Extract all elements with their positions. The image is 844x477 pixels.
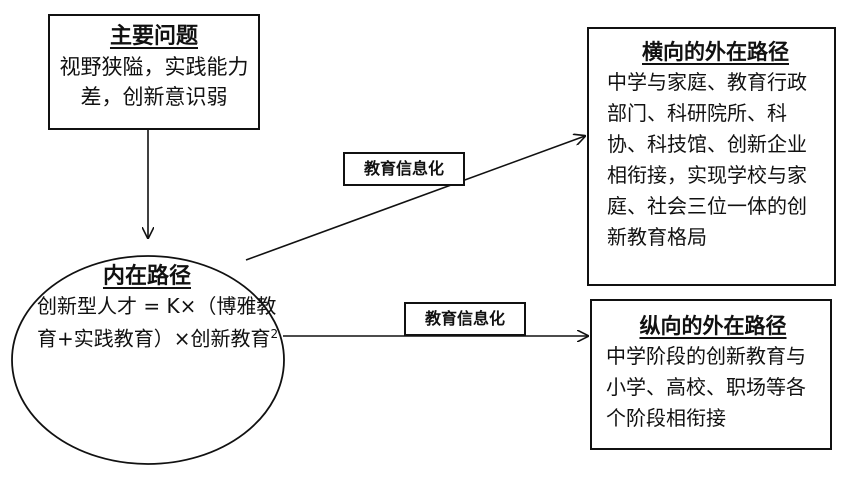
horizontal-path-title: 横向的外在路径 [642, 40, 789, 64]
vertical-path-body: 中学阶段的创新教育与小学、高校、职场等各个阶段相衔接 [606, 344, 806, 430]
horizontal-path-body: 中学与家庭、教育行政部门、科研院所、科协、科技馆、创新企业相衔接，实现学校与家庭… [607, 70, 807, 249]
problem-title: 主要问题 [109, 24, 198, 49]
problem-body: 视野狭隘，实践能力差，创新意识弱 [59, 55, 249, 109]
upper-arrow-label: 教育信息化 [343, 152, 465, 186]
inner-path-node: 内在路径 创新型人才 = K×（博雅教育+实践教育）×创新教育2 [11, 258, 283, 458]
problem-box: 主要问题 视野狭隘，实践能力差，创新意识弱 [48, 14, 260, 130]
inner-path-formula: 创新型人才 = K×（博雅教育+实践教育）×创新教育2 [11, 292, 283, 353]
formula-exponent: 2 [270, 327, 279, 341]
vertical-path-box: 纵向的外在路径 中学阶段的创新教育与小学、高校、职场等各个阶段相衔接 [590, 299, 832, 450]
horizontal-path-box: 横向的外在路径 中学与家庭、教育行政部门、科研院所、科协、科技馆、创新企业相衔接… [587, 27, 836, 286]
inner-path-ellipse [11, 255, 285, 465]
inner-path-title: 内在路径 [102, 264, 191, 289]
arrow-inner-to-horizontal [245, 136, 585, 261]
formula-main: 创新型人才 = K×（博雅教育+实践教育）×创新教育 [37, 294, 277, 351]
lower-arrow-label: 教育信息化 [404, 302, 526, 336]
vertical-path-title: 纵向的外在路径 [639, 314, 787, 338]
